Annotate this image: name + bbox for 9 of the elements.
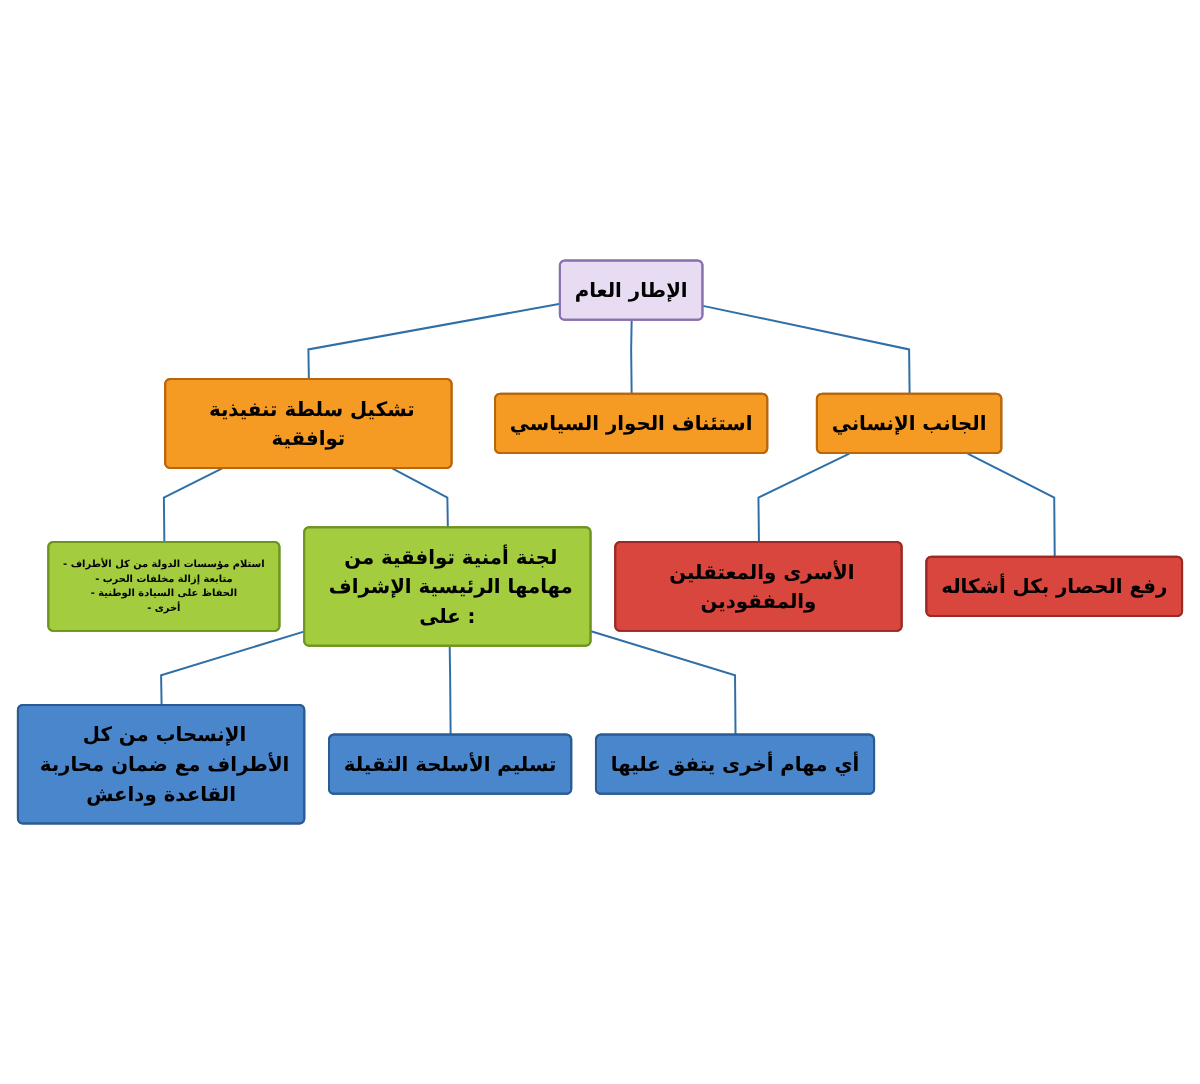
connector [757,452,851,544]
connector [307,302,562,381]
connector [630,319,633,396]
connector [590,630,737,737]
connector [160,630,306,707]
connector [966,452,1056,559]
connector [391,467,449,529]
connector [448,645,452,737]
connector [701,304,911,396]
